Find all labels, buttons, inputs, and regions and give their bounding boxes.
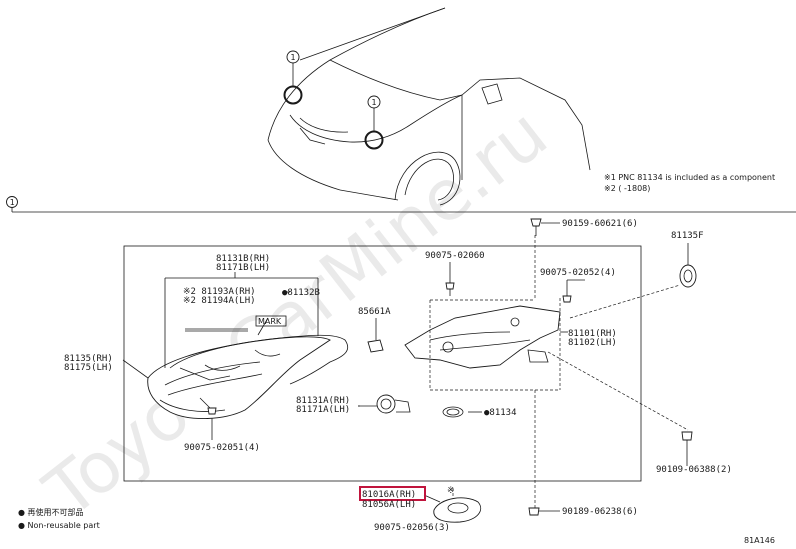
screw-90075-02051[interactable] (207, 407, 217, 415)
note-component: ※1 PNC 81134 is included as a component (604, 173, 775, 182)
lamp-81016a[interactable] (423, 494, 482, 523)
legend-cn: ● 再使用不可部品 (18, 507, 84, 517)
part-labels: 81131B(RH) 81171B(LH) ※2 81193A(RH) ※2 8… (64, 219, 732, 533)
label-81171a[interactable]: 81171A(LH) (296, 405, 350, 415)
mark-box (255, 315, 287, 327)
callout-label: 1 (372, 98, 377, 107)
section-marker-label: 1 (10, 198, 15, 207)
label-90109[interactable]: 90109-06388(2) (656, 465, 732, 475)
label-81132b[interactable]: ●81132B (282, 288, 320, 298)
cap-81135f[interactable] (679, 243, 697, 288)
screw-90075-02060[interactable] (445, 282, 455, 296)
label-81056a[interactable]: 81056A(LH) (362, 500, 416, 510)
alignment-dashes (429, 235, 689, 510)
label-81131a[interactable]: 81131A(RH) (296, 396, 350, 406)
seal-gasket-81132b[interactable] (169, 334, 349, 385)
diagram-id: 81A146 (744, 536, 775, 545)
bolt-90109[interactable] (681, 431, 693, 462)
screw-90159[interactable] (530, 218, 560, 236)
label-90075-02060[interactable]: 90075-02060 (425, 251, 485, 261)
label-81016a[interactable]: 81016A(RH) (362, 490, 416, 500)
assembly-frame (123, 245, 642, 482)
label-81175[interactable]: 81175(LH) (64, 363, 113, 373)
label-81135f[interactable]: 81135F (671, 231, 704, 241)
section-marker[interactable]: 1 (6, 196, 18, 208)
label-81134[interactable]: ●81134 (484, 408, 517, 418)
screw-90189[interactable] (528, 507, 560, 516)
label-star-note: ※ (447, 486, 455, 496)
bulb-81131a[interactable] (358, 394, 411, 414)
label-81171b[interactable]: 81171B(LH) (216, 263, 270, 273)
label-90075-02056[interactable]: 90075-02056(3) (374, 523, 450, 533)
headlamp-unit[interactable] (147, 336, 331, 420)
label-90075-02052[interactable]: 90075-02052(4) (540, 268, 616, 278)
bracket-unit-81101[interactable] (404, 305, 561, 369)
label-81135[interactable]: 81135(RH) (64, 354, 113, 364)
label-81194a[interactable]: ※2 81194A(LH) (183, 296, 256, 306)
car-callout-lower[interactable]: 1 (364, 95, 384, 150)
callout-label: 1 (291, 53, 296, 62)
label-90189[interactable]: 90189-06238(6) (562, 507, 638, 517)
car-callout-upper[interactable]: 1 (283, 50, 303, 105)
car-outline (267, 7, 591, 206)
screw-90075-02052[interactable] (562, 280, 572, 303)
highlight-81016a (359, 486, 426, 501)
label-81102[interactable]: 81102(LH) (568, 338, 617, 348)
label-81101[interactable]: 81101(RH) (568, 329, 617, 339)
label-90075-02051[interactable]: 90075-02051(4) (184, 443, 260, 453)
note-production-date: ※2 ( -1808) (604, 184, 650, 193)
legend-en: ● Non-reusable part (18, 521, 100, 530)
label-85661a[interactable]: 85661A (358, 307, 391, 317)
oring-81134[interactable] (442, 406, 464, 418)
leader-lines (283, 262, 688, 466)
label-90159[interactable]: 90159-60621(6) (562, 219, 638, 229)
label-81131b[interactable]: 81131B(RH) (216, 254, 270, 264)
label-mark: MARK (258, 317, 282, 326)
label-81193a[interactable]: ※2 81193A(RH) (183, 287, 256, 297)
socket-85661a[interactable] (367, 318, 384, 353)
